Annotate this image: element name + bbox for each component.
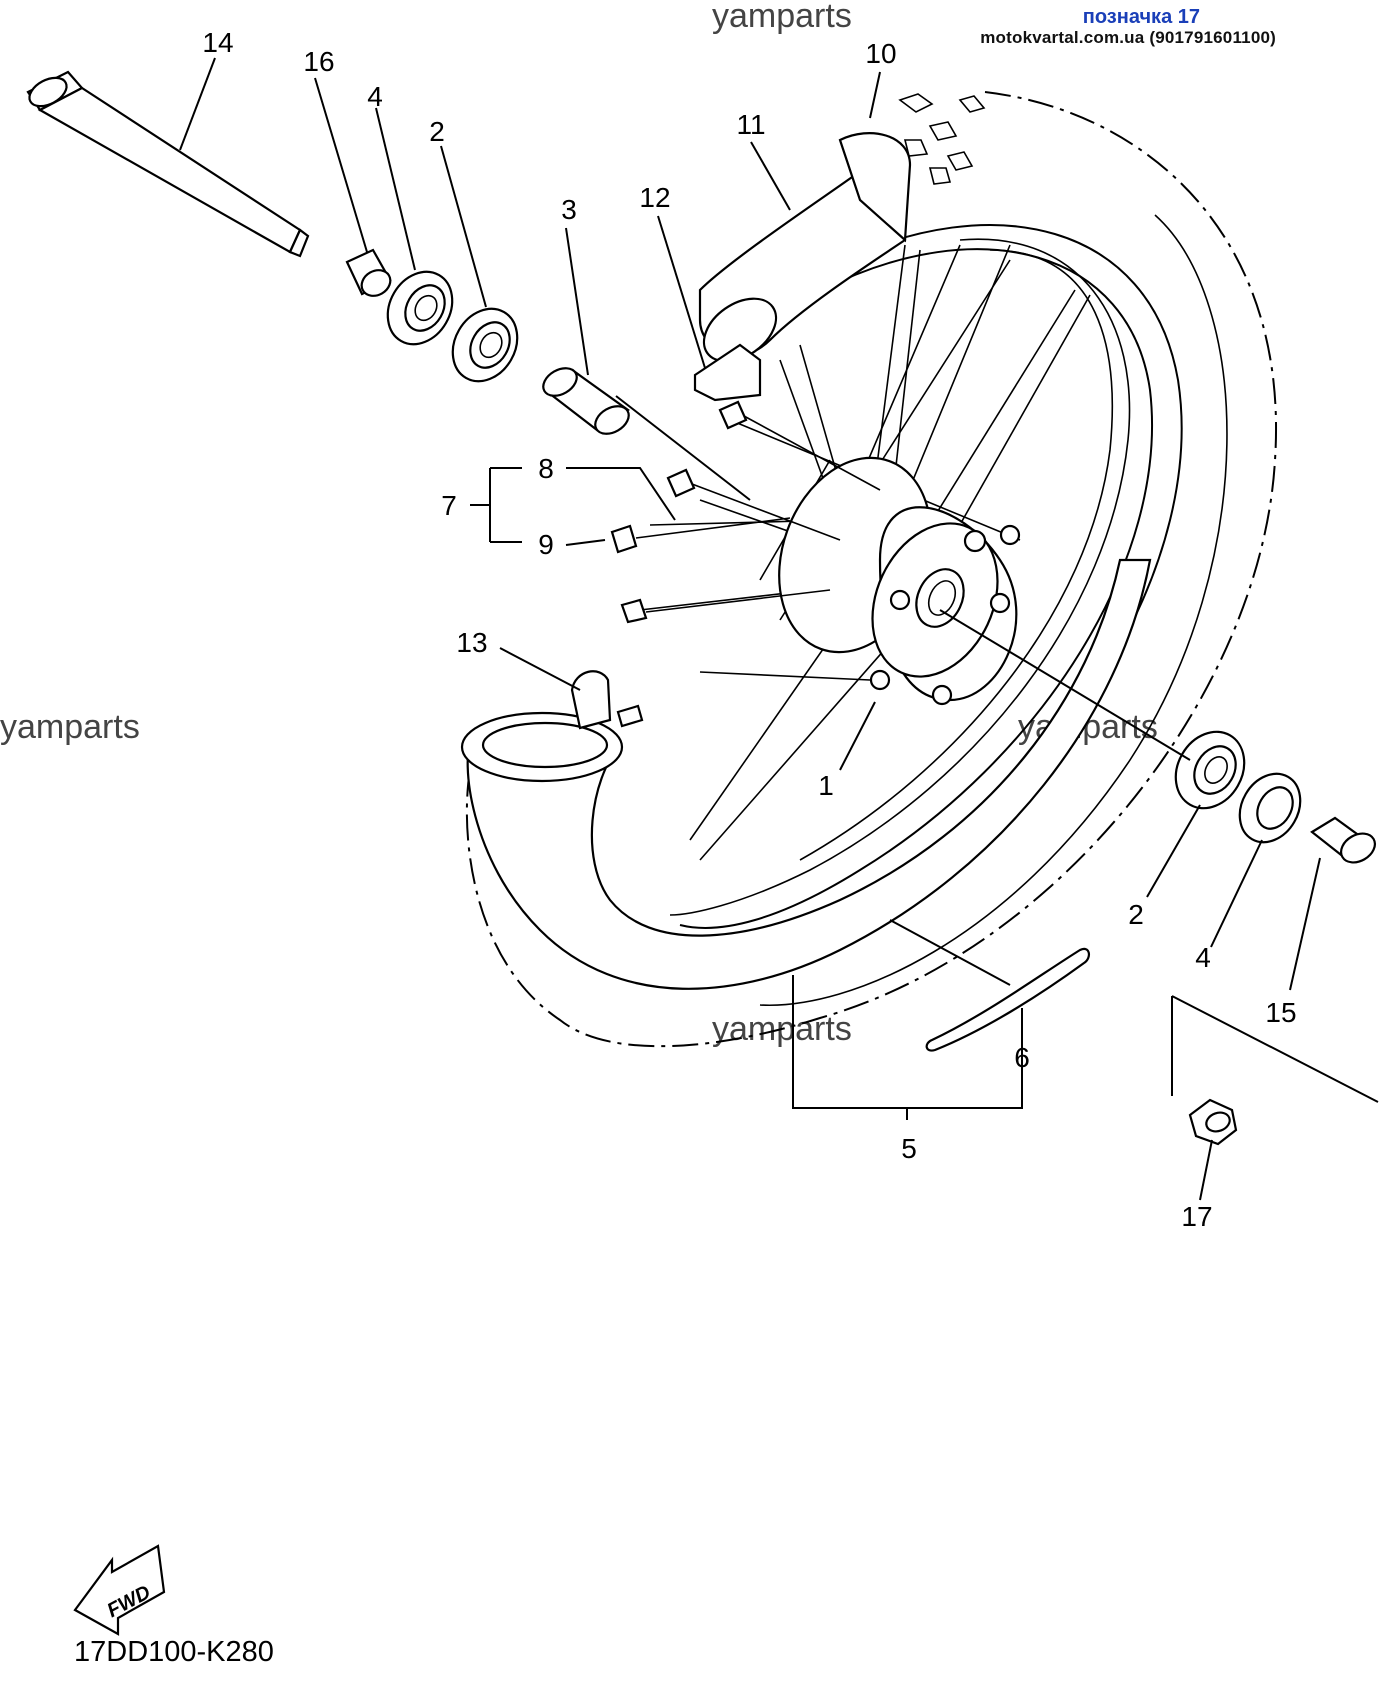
callout-7: 7 bbox=[441, 490, 457, 521]
watermark: yamparts bbox=[0, 708, 140, 746]
tire-section bbox=[698, 132, 912, 363]
axle-nut bbox=[1188, 1098, 1238, 1146]
rim-band bbox=[925, 947, 1090, 1052]
rim-lock bbox=[693, 343, 762, 402]
bearing-right bbox=[1174, 730, 1246, 810]
spacer bbox=[542, 367, 630, 435]
collar-right bbox=[1310, 816, 1376, 864]
leader-lines bbox=[179, 57, 1321, 1201]
callout-5: 5 bbox=[901, 1133, 917, 1164]
callout-11: 11 bbox=[736, 109, 765, 140]
axle bbox=[26, 70, 310, 258]
header-site-info: motokvartal.com.ua (901791601100) bbox=[980, 28, 1276, 47]
collar bbox=[345, 248, 392, 297]
callout-15: 15 bbox=[1265, 997, 1296, 1028]
spoke-assembly bbox=[610, 400, 881, 624]
nut-bracket bbox=[1171, 995, 1379, 1103]
oil-seal-left bbox=[386, 270, 454, 346]
watermark: yamparts bbox=[712, 0, 852, 35]
callout-12: 12 bbox=[639, 182, 670, 213]
callout-8: 8 bbox=[538, 453, 554, 484]
callout-9: 9 bbox=[538, 529, 554, 560]
bearing-left bbox=[451, 307, 519, 383]
callout-10: 10 bbox=[865, 38, 896, 69]
inner-tube bbox=[460, 558, 1152, 990]
callout-4: 4 bbox=[367, 81, 383, 112]
callout-2: 2 bbox=[429, 116, 445, 147]
header-label: позначка 17 bbox=[1082, 6, 1200, 28]
callout-4-right: 4 bbox=[1195, 942, 1211, 973]
callout-16: 16 bbox=[303, 46, 334, 77]
fwd-arrow-icon: FWD bbox=[73, 1544, 166, 1636]
callout-17: 17 bbox=[1181, 1201, 1212, 1232]
callout-6: 6 bbox=[1014, 1042, 1030, 1073]
callout-3: 3 bbox=[561, 194, 577, 225]
diagram-code: 17DD100-K280 bbox=[74, 1636, 274, 1668]
wheel-hub bbox=[778, 456, 1021, 706]
callout-2-right: 2 bbox=[1128, 899, 1144, 930]
callout-1: 1 bbox=[818, 770, 834, 801]
callout-13: 13 bbox=[456, 627, 487, 658]
callout-14: 14 bbox=[202, 27, 233, 58]
oil-seal-right bbox=[1238, 772, 1302, 844]
tire-outline bbox=[465, 91, 1278, 1048]
